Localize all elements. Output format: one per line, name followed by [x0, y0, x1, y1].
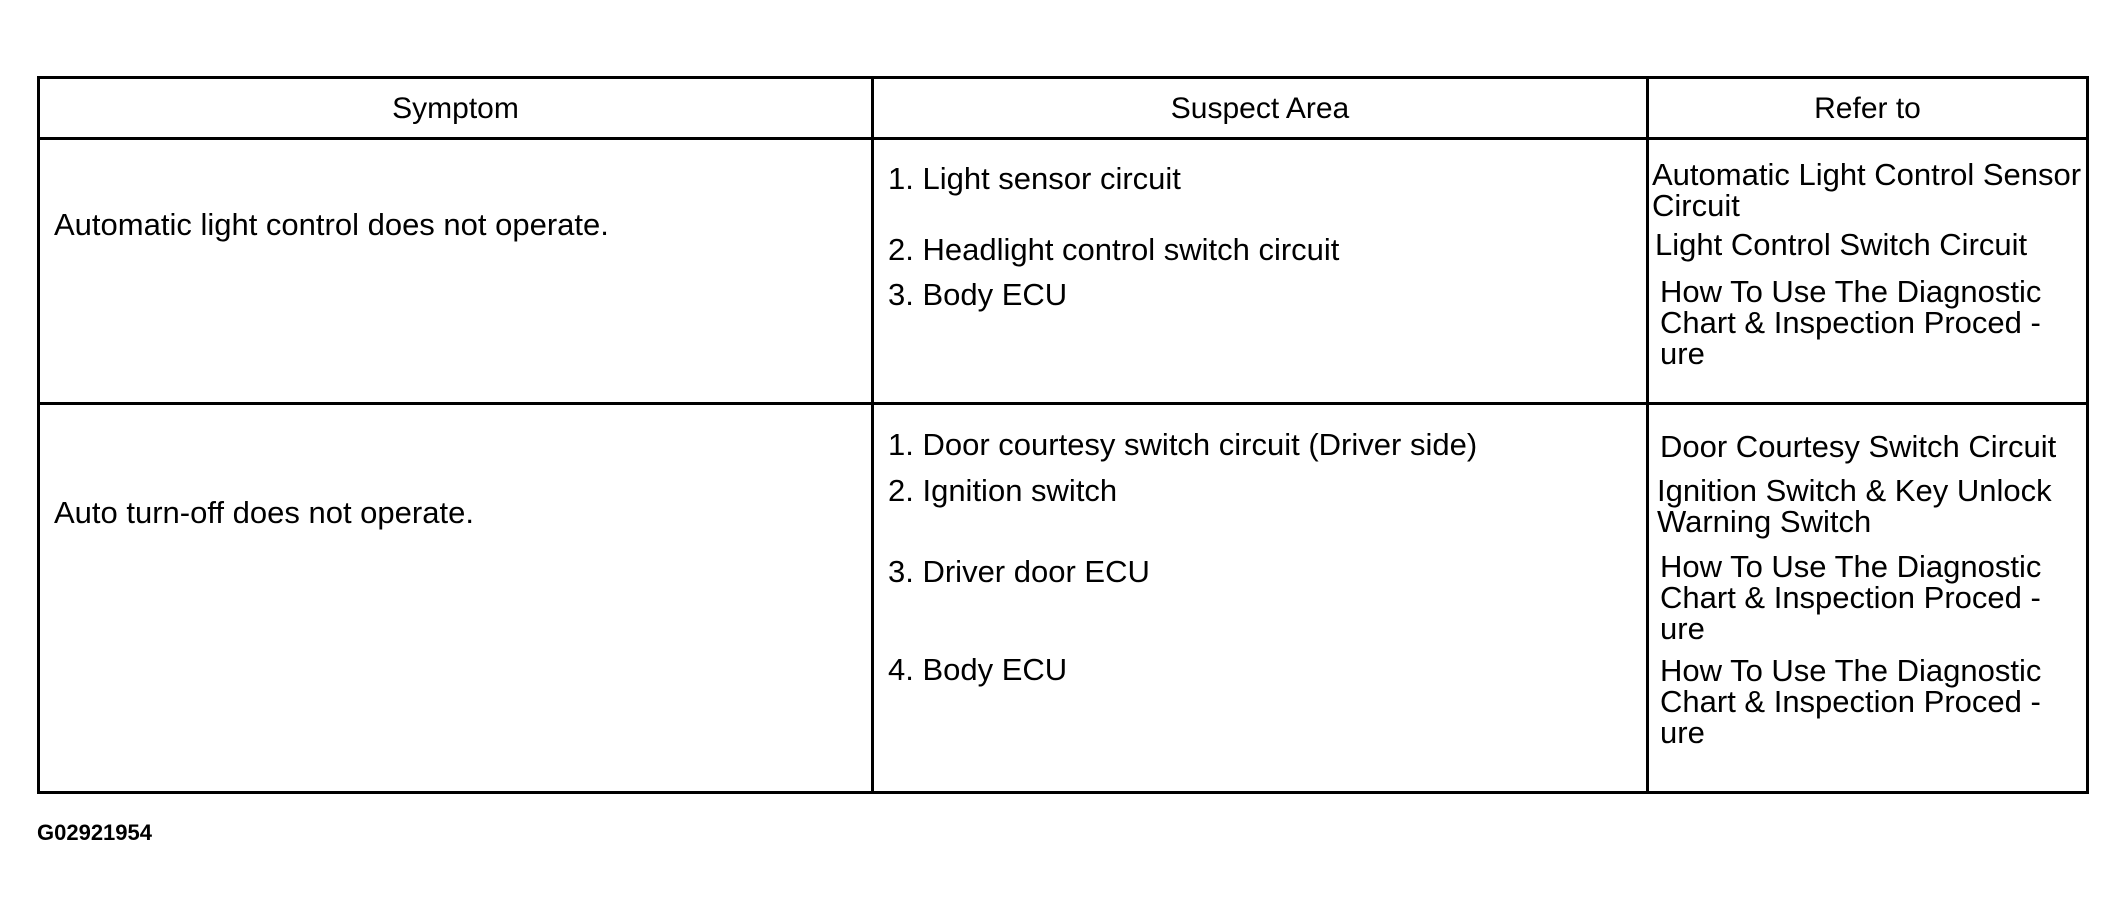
- header-symptom: Symptom: [392, 92, 519, 125]
- row-divider: [40, 402, 2086, 405]
- suspect-area-item: 4. Body ECU: [888, 652, 1068, 687]
- symptom-cell: Automatic light control does not operate…: [54, 207, 609, 242]
- suspect-area-item: 2. Headlight control switch circuit: [888, 232, 1340, 267]
- suspect-area-item: 2. Ignition switch: [888, 473, 1118, 508]
- suspect-area-item: 1. Light sensor circuit: [888, 161, 1181, 196]
- refer-to-item: Ignition Switch & Key Unlock Warning Swi…: [1657, 473, 2052, 539]
- refer-to-item: How To Use The Diagnostic Chart & Inspec…: [1660, 549, 2042, 646]
- row-divider: [40, 137, 2086, 140]
- refer-to-item: Light Control Switch Circuit: [1655, 227, 2028, 262]
- refer-to-item: Door Courtesy Switch Circuit: [1660, 429, 2057, 464]
- suspect-area-item: 1. Door courtesy switch circuit (Driver …: [888, 427, 1478, 462]
- refer-to-item: Automatic Light Control Sensor Circuit: [1652, 157, 2082, 223]
- refer-to-item: How To Use The Diagnostic Chart & Inspec…: [1660, 653, 2042, 750]
- column-divider: [1646, 79, 1649, 791]
- header-refer-to: Refer to: [1814, 92, 1921, 125]
- figure-code: G02921954: [37, 820, 152, 845]
- column-divider: [871, 79, 874, 791]
- refer-to-item: How To Use The Diagnostic Chart & Inspec…: [1660, 274, 2042, 371]
- symptom-table: Symptom Suspect Area Refer to Automatic …: [37, 76, 2089, 794]
- suspect-area-item: 3. Body ECU: [888, 277, 1068, 312]
- header-suspect-area: Suspect Area: [1170, 92, 1350, 125]
- suspect-area-item: 3. Driver door ECU: [888, 554, 1150, 589]
- symptom-cell: Auto turn-off does not operate.: [54, 495, 474, 530]
